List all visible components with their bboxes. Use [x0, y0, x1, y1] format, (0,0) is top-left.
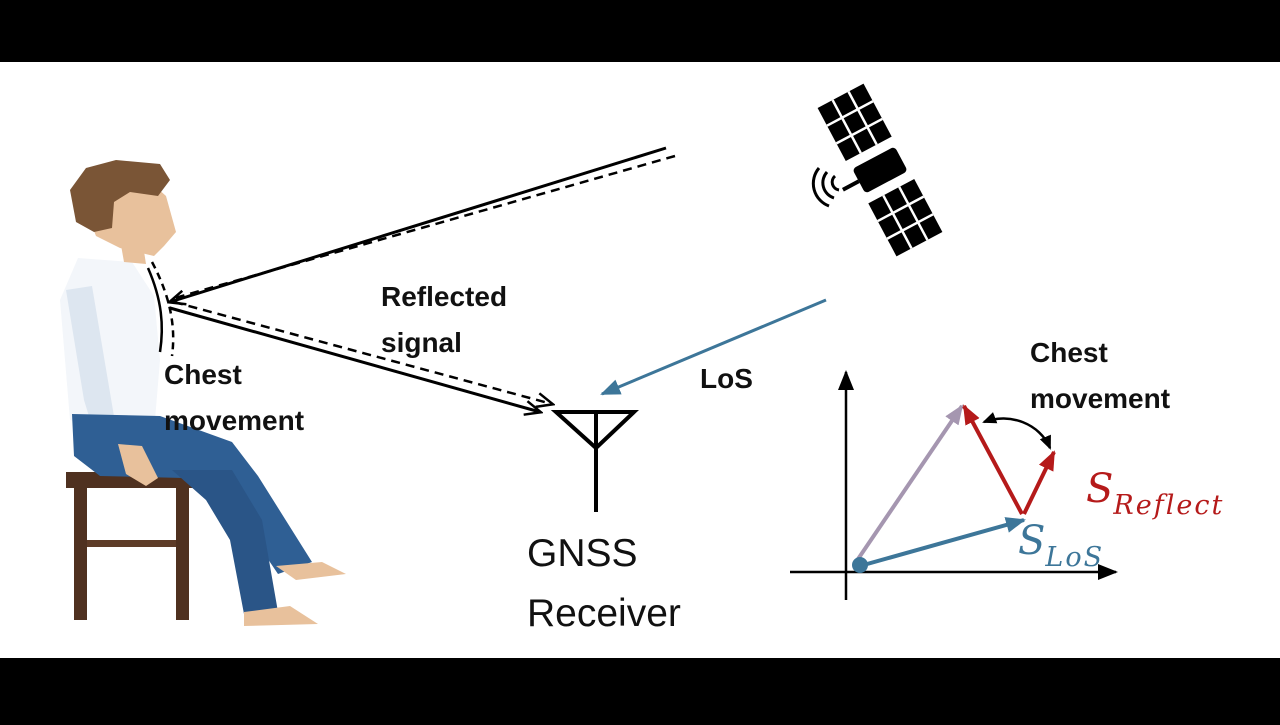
los-label: LoS: [700, 363, 753, 394]
s-reflect-subscript: Reflect: [1113, 490, 1225, 521]
chest-movement-right-line1: Chest: [1030, 337, 1108, 368]
person-icon: [60, 160, 346, 626]
sum-vector: [854, 404, 964, 564]
reflected-signal-label: Reflected signal: [381, 274, 507, 366]
satellite-icon: [811, 83, 943, 257]
los-vector: [859, 517, 1026, 568]
chest-movement-left-label: Chest movement: [164, 352, 304, 444]
reflected-signal-label-line1: Reflected: [381, 281, 508, 312]
solar-panel-bottom: [868, 178, 943, 257]
s-reflect-label: SReflect: [1086, 466, 1224, 521]
reflect-vector-moved: [1022, 450, 1056, 515]
chest-movement-left-line2: movement: [164, 405, 305, 436]
chest-movement-right-label: Chest movement: [1030, 330, 1170, 422]
chest-movement-left-line1: Chest: [164, 359, 242, 390]
receiver-label-line2: Receiver: [527, 592, 681, 635]
chest-movement-right-line2: movement: [1030, 383, 1171, 414]
reflect-vector: [962, 404, 1024, 515]
s-reflect-symbol: S: [1086, 466, 1114, 512]
origin-dot: [852, 557, 868, 573]
s-los-subscript: LoS: [1045, 542, 1105, 573]
vector-plot: [790, 370, 1118, 600]
chest-movement-arc: [982, 412, 1052, 450]
s-los-symbol: S: [1018, 518, 1046, 564]
los-signal-arrow: [600, 298, 827, 396]
white-panel: [0, 62, 1280, 658]
antenna-icon: [550, 410, 640, 512]
reflected-paths: [170, 146, 676, 412]
receiver-label: GNSS Receiver: [527, 524, 681, 644]
receiver-label-line1: GNSS: [527, 532, 638, 575]
s-los-label: SLoS: [1018, 518, 1104, 573]
solar-panel-top: [817, 83, 892, 162]
reflected-signal-label-line2: signal: [381, 327, 462, 358]
